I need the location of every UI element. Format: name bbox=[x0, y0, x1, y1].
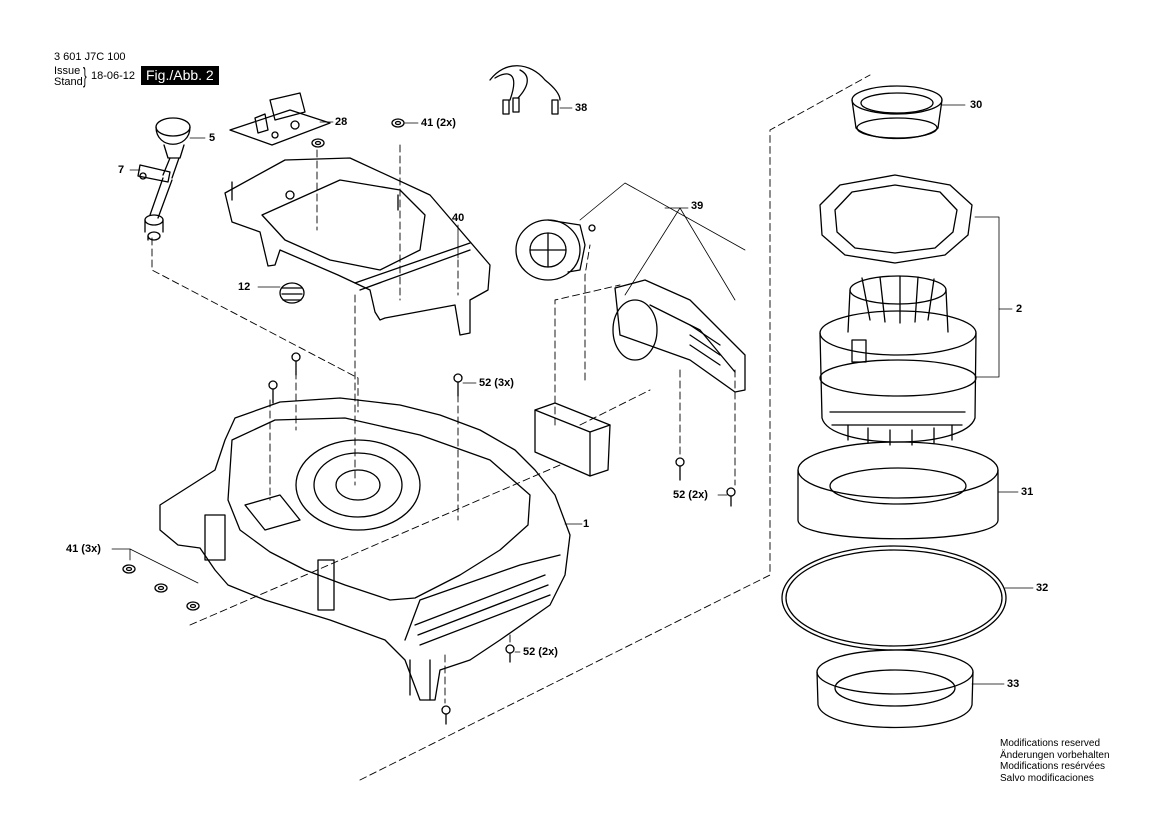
callout-41-top: 41 (2x) bbox=[421, 117, 456, 129]
top-cover-part bbox=[224, 157, 491, 336]
note-line-es: Salvo modificaciones bbox=[1000, 772, 1094, 784]
callout-7: 7 bbox=[118, 164, 125, 176]
callout-52-bottom: 52 (2x) bbox=[523, 646, 558, 658]
motor-gasket-part bbox=[819, 174, 973, 264]
callout-2: 2 bbox=[1016, 303, 1023, 315]
note-line-en: Modifications reserved bbox=[1000, 738, 1101, 749]
lower-ring-part bbox=[816, 649, 974, 729]
figure-badge: Fig./Abb. 2 bbox=[141, 66, 219, 85]
foam-block-part bbox=[534, 402, 611, 477]
o-ring-part bbox=[781, 545, 1007, 651]
callout-30: 30 bbox=[970, 99, 983, 111]
note-line-fr: Modifications resérvées bbox=[1000, 761, 1106, 772]
screw-parts bbox=[268, 352, 736, 725]
filter-ring-part bbox=[797, 441, 999, 540]
callout-40: 40 bbox=[452, 212, 465, 224]
callout-52-mid: 52 (2x) bbox=[673, 489, 708, 501]
callout-1: 1 bbox=[583, 518, 590, 530]
callout-41-left: 41 (3x) bbox=[66, 543, 101, 555]
motor-part bbox=[819, 275, 977, 446]
header-brace: } bbox=[83, 63, 87, 88]
callout-32: 32 bbox=[1036, 582, 1049, 594]
note-line-de: Änderungen vorbehalten bbox=[1000, 749, 1110, 761]
nut-parts bbox=[122, 118, 405, 611]
modifications-note: Modifications reserved Änderungen vorbeh… bbox=[1000, 738, 1110, 784]
issue-date: 18-06-12 bbox=[91, 70, 136, 82]
callout-5: 5 bbox=[209, 132, 216, 144]
cable-set-part bbox=[489, 65, 561, 115]
issue-label: Issue bbox=[54, 65, 81, 77]
main-housing-part bbox=[159, 397, 571, 701]
callout-12: 12 bbox=[238, 281, 251, 293]
callout-38: 38 bbox=[575, 102, 588, 114]
switch-board-part bbox=[229, 92, 331, 146]
part-number: 3 601 J7C 100 bbox=[54, 51, 126, 63]
inlet-valve-part bbox=[137, 117, 191, 241]
callout-28: 28 bbox=[335, 116, 348, 128]
callout-52-top: 52 (3x) bbox=[479, 377, 514, 389]
callout-31: 31 bbox=[1021, 486, 1034, 498]
sponge-filter-part bbox=[279, 282, 305, 304]
callout-39: 39 bbox=[691, 200, 704, 212]
cap-ring-part bbox=[851, 85, 943, 140]
leader-lines bbox=[111, 104, 1034, 685]
fan-housing-part bbox=[515, 219, 746, 393]
stand-label: Stand bbox=[54, 76, 83, 88]
callout-33: 33 bbox=[1007, 678, 1020, 690]
